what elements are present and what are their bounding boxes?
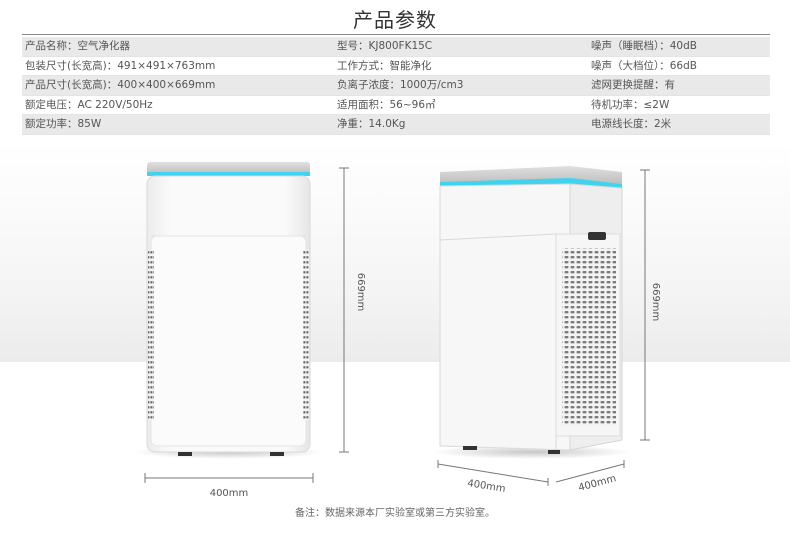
side-depth-label: 400mm [466, 478, 506, 495]
page-title: 产品参数 [353, 8, 437, 32]
footnote: 备注：数据来源本厂实验室或第三方实验室。 [295, 508, 495, 519]
side-height-label: 669mm [650, 283, 661, 322]
spec-cell: 额定功率：85W [25, 118, 102, 130]
spec-cell: 适用面积：56~96㎡ [337, 98, 436, 111]
spec-row: 额定电压：AC 220V/50Hz 适用面积：56~96㎡ 待机功率：≤2W [22, 96, 770, 115]
spec-cell: 包装尺寸(长宽高)：491×491×763mm [25, 59, 216, 72]
front-dimension-lines [144, 167, 349, 483]
backdrop [0, 142, 790, 362]
spec-cell: 负离子浓度：1000万/cm3 [337, 79, 464, 91]
front-width-label: 400mm [210, 488, 249, 499]
spec-cell: 电源线长度：2米 [591, 118, 672, 130]
spec-cell: 噪声（睡眠档）：40dB [591, 40, 697, 52]
side-dimension-lines [437, 169, 650, 486]
spec-table: 产品名称：空气净化器 型号：KJ800FK15C 噪声（睡眠档）：40dB 包装… [22, 37, 770, 135]
spec-cell: 待机功率：≤2W [591, 98, 670, 111]
spec-row: 产品名称：空气净化器 型号：KJ800FK15C 噪声（睡眠档）：40dB [22, 37, 770, 57]
spec-cell: 滤网更换提醒：有 [591, 79, 675, 91]
spec-cell: 型号：KJ800FK15C [337, 40, 433, 52]
spec-cell: 工作方式：智能净化 [337, 59, 432, 72]
spec-cell: 额定电压：AC 220V/50Hz [25, 98, 153, 111]
spec-cell: 产品名称：空气净化器 [25, 40, 130, 52]
front-view-purifier [134, 162, 324, 459]
product-scene [0, 142, 790, 536]
side-width-label: 400mm [577, 473, 617, 494]
spec-cell: 产品尺寸(长宽高)：400×400×669mm [25, 79, 216, 91]
spec-cell: 净重：14.0Kg [337, 118, 406, 130]
side-view-purifier [432, 166, 632, 459]
title-divider [22, 34, 770, 35]
spec-row: 产品尺寸(长宽高)：400×400×669mm 负离子浓度：1000万/cm3 … [22, 76, 770, 96]
spec-cell: 噪声（大档位）：66dB [591, 59, 697, 72]
spec-row: 包装尺寸(长宽高)：491×491×763mm 工作方式：智能净化 噪声（大档位… [22, 57, 770, 76]
front-height-label: 669mm [355, 273, 366, 312]
spec-row: 额定功率：85W 净重：14.0Kg 电源线长度：2米 [22, 115, 770, 135]
floor [0, 362, 790, 536]
